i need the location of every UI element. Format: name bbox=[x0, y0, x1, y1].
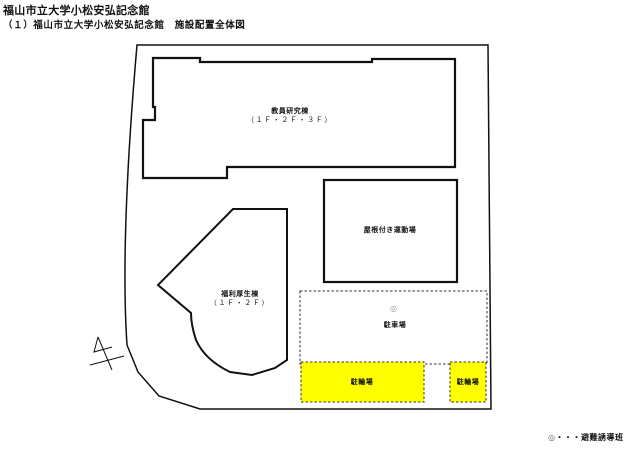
bicycle-parking-2-area[interactable] bbox=[449, 361, 487, 403]
legend-text: ・・・避難誘導班 bbox=[555, 433, 624, 442]
faculty-research-building-name: 教員研究棟 bbox=[271, 107, 309, 115]
covered-ground-name: 屋根付き運動場 bbox=[363, 226, 417, 234]
bicycle-parking-1-area[interactable] bbox=[300, 361, 425, 403]
covered-ground-label: 屋根付き運動場 bbox=[340, 226, 440, 235]
welfare-building-floors: （１Ｆ・２Ｆ） bbox=[209, 299, 271, 307]
evacuation-marker-icon: ◎ bbox=[390, 304, 397, 313]
welfare-building-name: 福利厚生棟 bbox=[221, 290, 259, 298]
bicycle-parking-1-label: 駐輪場 bbox=[350, 378, 374, 386]
site-boundary bbox=[124, 44, 492, 410]
faculty-research-building-floors: （１Ｆ・２Ｆ・３Ｆ） bbox=[247, 116, 333, 124]
parking-label: 駐車場 bbox=[383, 321, 407, 329]
covered-ground-outline[interactable] bbox=[322, 178, 459, 284]
faculty-research-building-label: 教員研究棟 （１Ｆ・２Ｆ・３Ｆ） bbox=[240, 107, 340, 125]
page-title: 福山市立大学小松安弘記念館 bbox=[3, 4, 150, 17]
north-arrow-icon bbox=[89, 336, 125, 371]
bicycle-parking-2-label: 駐輪場 bbox=[456, 378, 480, 386]
legend: ◎・・・避難誘導班 bbox=[548, 432, 623, 443]
welfare-building-label: 福利厚生棟 （１Ｆ・２Ｆ） bbox=[200, 290, 280, 308]
legend-marker-icon: ◎ bbox=[548, 433, 556, 442]
welfare-building-outline[interactable] bbox=[156, 208, 288, 377]
page-subtitle: （１）福山市立大学小松安弘記念館 施設配置全体図 bbox=[3, 20, 246, 31]
faculty-research-building-outline[interactable] bbox=[141, 56, 457, 180]
